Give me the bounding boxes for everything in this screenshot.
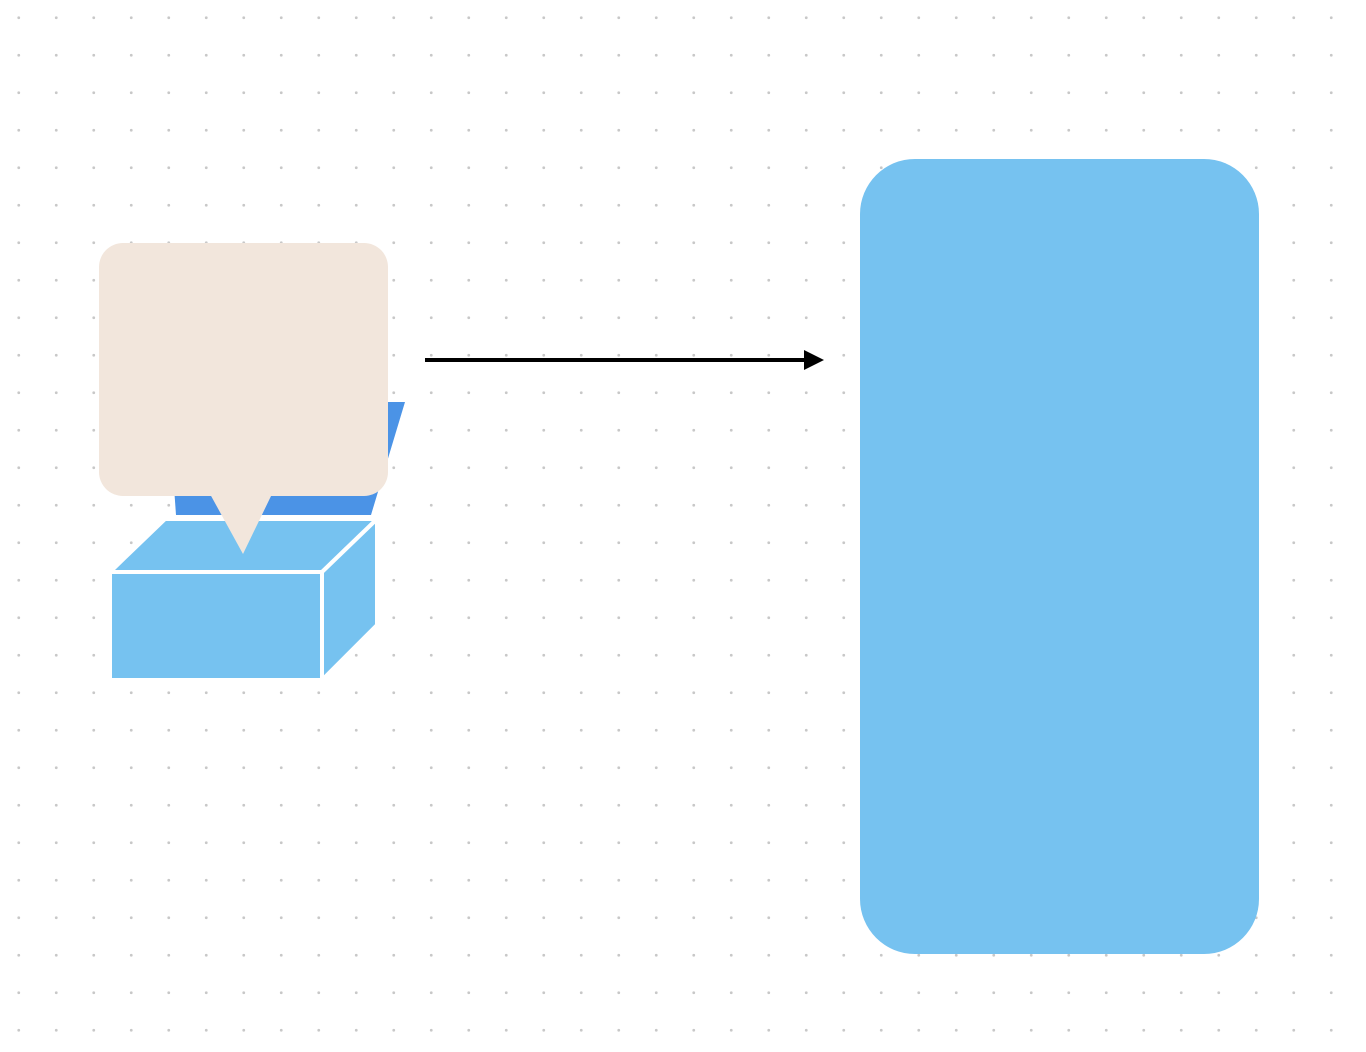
target-panel-body bbox=[860, 159, 1259, 954]
arrow-head bbox=[804, 350, 824, 370]
connector-arrow[interactable] bbox=[425, 350, 824, 370]
box-front-face bbox=[108, 570, 324, 682]
speech-bubble-tail bbox=[210, 494, 272, 554]
speech-bubble[interactable] bbox=[99, 243, 388, 554]
target-panel[interactable] bbox=[860, 159, 1259, 954]
speech-bubble-body bbox=[99, 243, 388, 496]
